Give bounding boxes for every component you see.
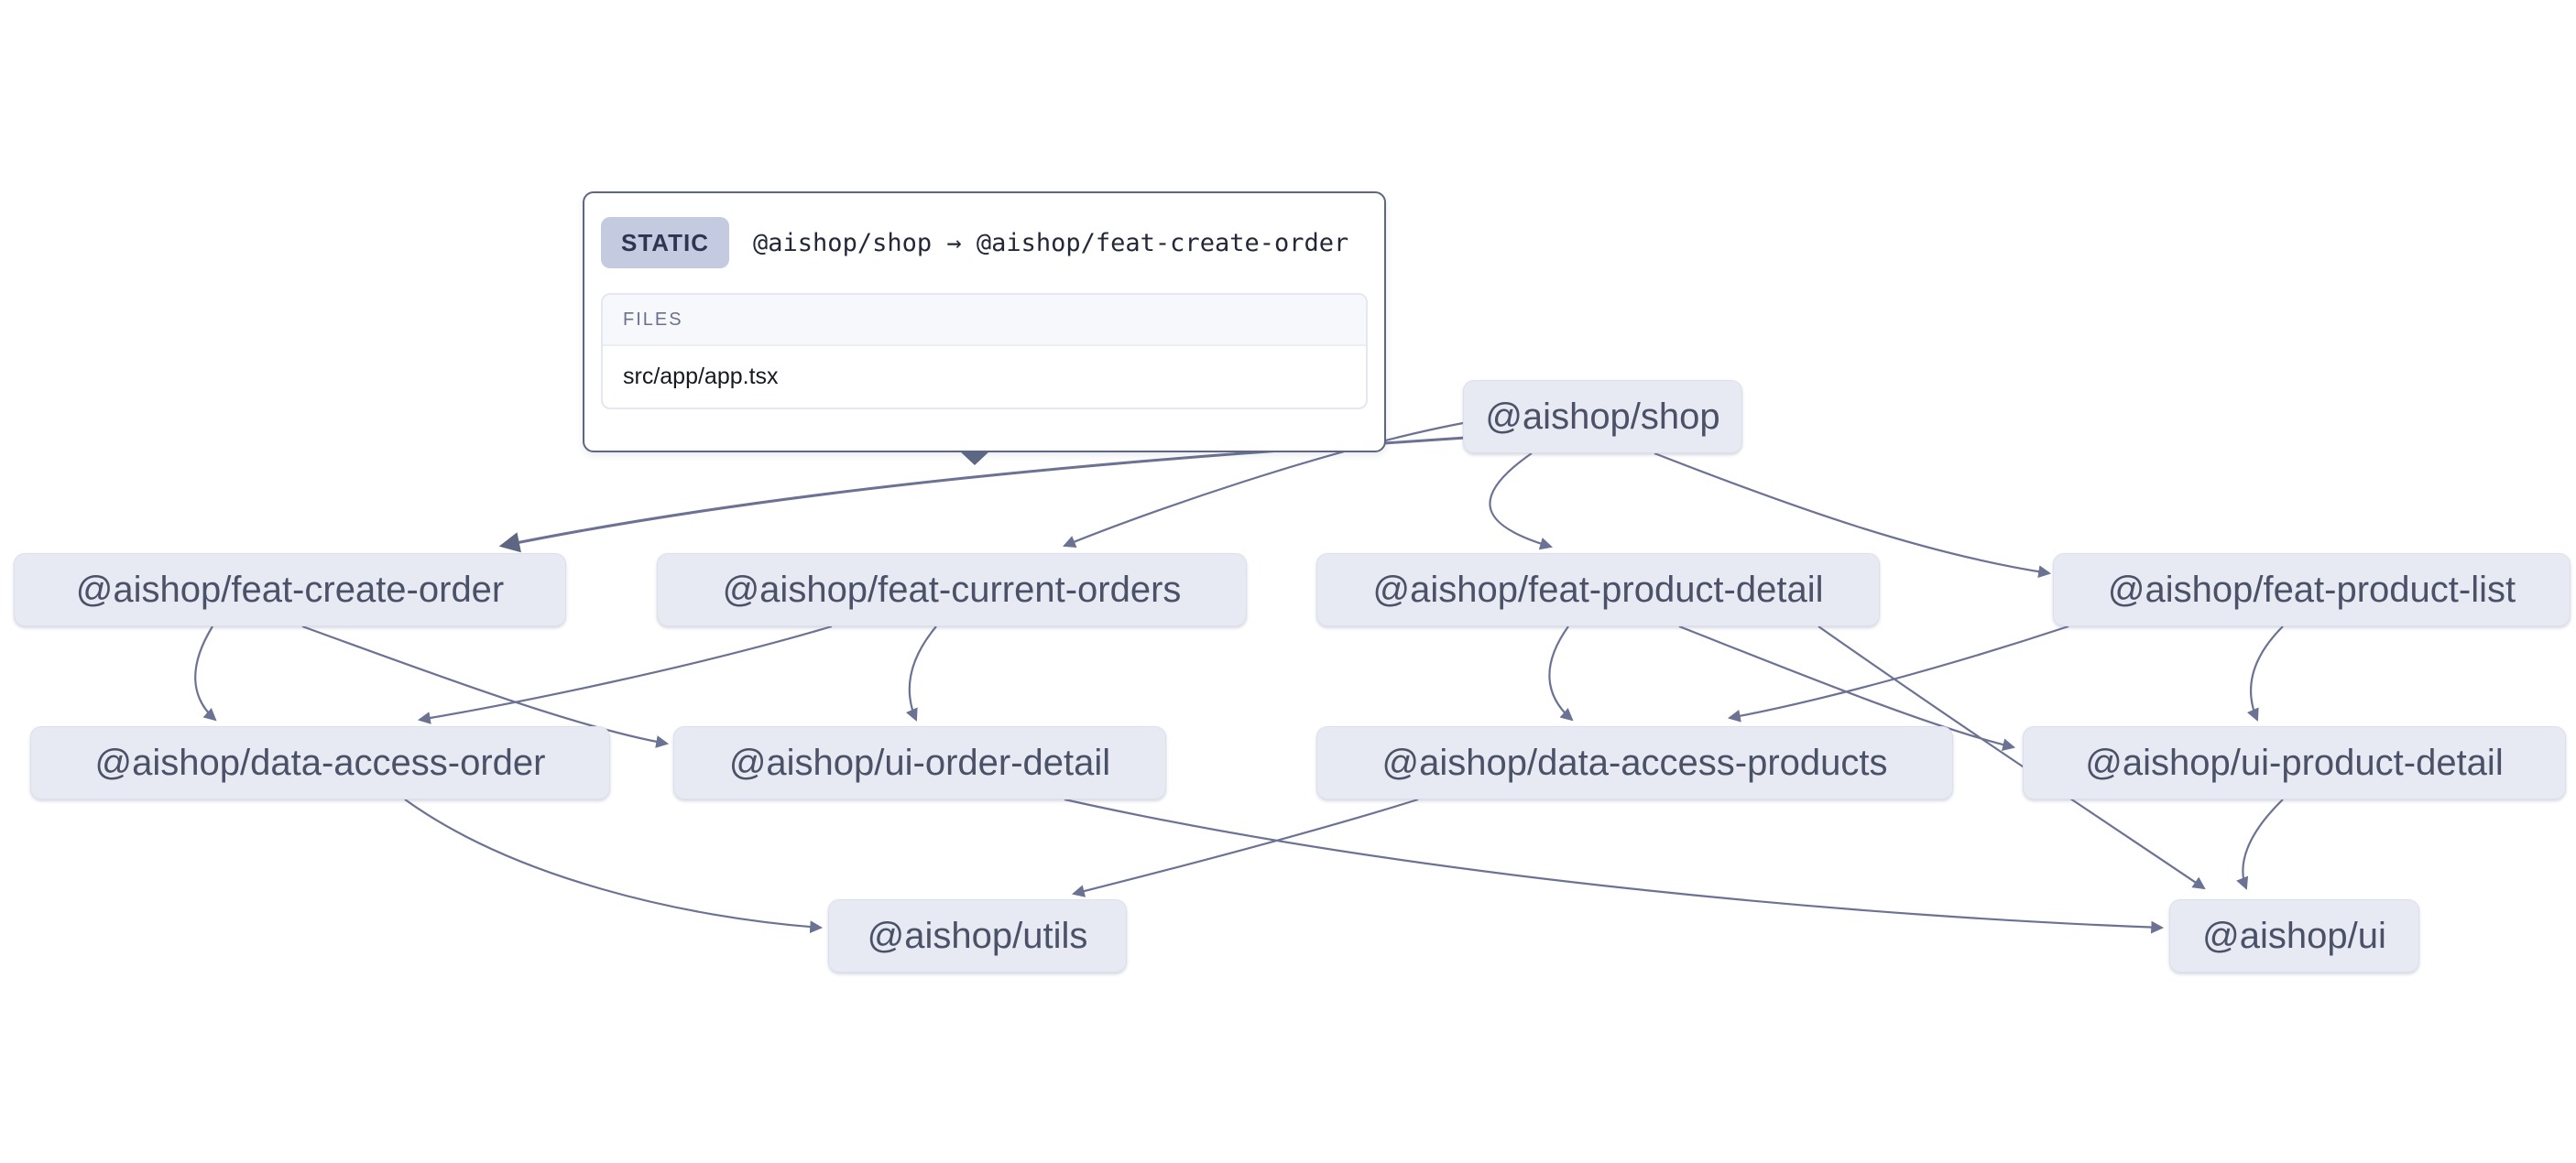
- edge-ui-order-detail--ui[interactable]: [1064, 798, 2165, 934]
- files-panel: FILES src/app/app.tsx: [601, 293, 1368, 409]
- edge-feat-product-list--data-access-products[interactable]: [1727, 625, 2069, 723]
- edge-feat-product-detail--data-access-products[interactable]: [1548, 625, 1574, 722]
- graph-node-ui-order-detail[interactable]: @aishop/ui-order-detail: [673, 726, 1166, 799]
- graph-node-data-access-products[interactable]: @aishop/data-access-products: [1316, 726, 1953, 799]
- dependency-label: @aishop/shop → @aishop/feat-create-order: [753, 228, 1349, 257]
- edge-data-access-products--utils[interactable]: [1071, 798, 1419, 897]
- graph-node-feat-product-detail[interactable]: @aishop/feat-product-detail: [1316, 553, 1880, 626]
- edge-data-access-order--utils[interactable]: [404, 799, 824, 934]
- graph-node-data-access-order[interactable]: @aishop/data-access-order: [30, 726, 610, 799]
- edge-tooltip-header: STATIC @aishop/shop → @aishop/feat-creat…: [601, 217, 1368, 268]
- file-list-item: src/app/app.tsx: [623, 364, 779, 389]
- graph-node-utils[interactable]: @aishop/utils: [828, 899, 1127, 973]
- edge-feat-product-list--ui-product-detail[interactable]: [2246, 625, 2284, 722]
- edge-feat-create-order--ui-order-detail[interactable]: [301, 625, 670, 748]
- edge-shop--feat-current-orders[interactable]: [1063, 421, 1464, 548]
- graph-node-feat-product-list[interactable]: @aishop/feat-product-list: [2053, 553, 2571, 626]
- edge-feat-create-order--data-access-order[interactable]: [194, 625, 217, 722]
- edge-tooltip: STATIC @aishop/shop → @aishop/feat-creat…: [583, 191, 1386, 465]
- edge-shop--feat-product-list[interactable]: [1654, 451, 2052, 579]
- graph-node-feat-create-order[interactable]: @aishop/feat-create-order: [14, 553, 566, 626]
- edge-feat-current-orders--data-access-order[interactable]: [417, 625, 833, 724]
- dependency-type-badge: STATIC: [601, 217, 730, 268]
- edge-shop--feat-product-detail[interactable]: [1489, 452, 1553, 550]
- tooltip-caret-icon: [959, 451, 990, 465]
- files-panel-header: FILES: [603, 295, 1366, 346]
- graph-node-ui[interactable]: @aishop/ui: [2169, 899, 2419, 973]
- graph-node-ui-product-detail[interactable]: @aishop/ui-product-detail: [2023, 726, 2566, 799]
- graph-node-feat-current-orders[interactable]: @aishop/feat-current-orders: [657, 553, 1247, 626]
- edge-feat-current-orders--ui-order-detail[interactable]: [905, 625, 937, 722]
- graph-node-shop[interactable]: @aishop/shop: [1463, 380, 1742, 453]
- edge-ui-product-detail--ui[interactable]: [2236, 799, 2284, 890]
